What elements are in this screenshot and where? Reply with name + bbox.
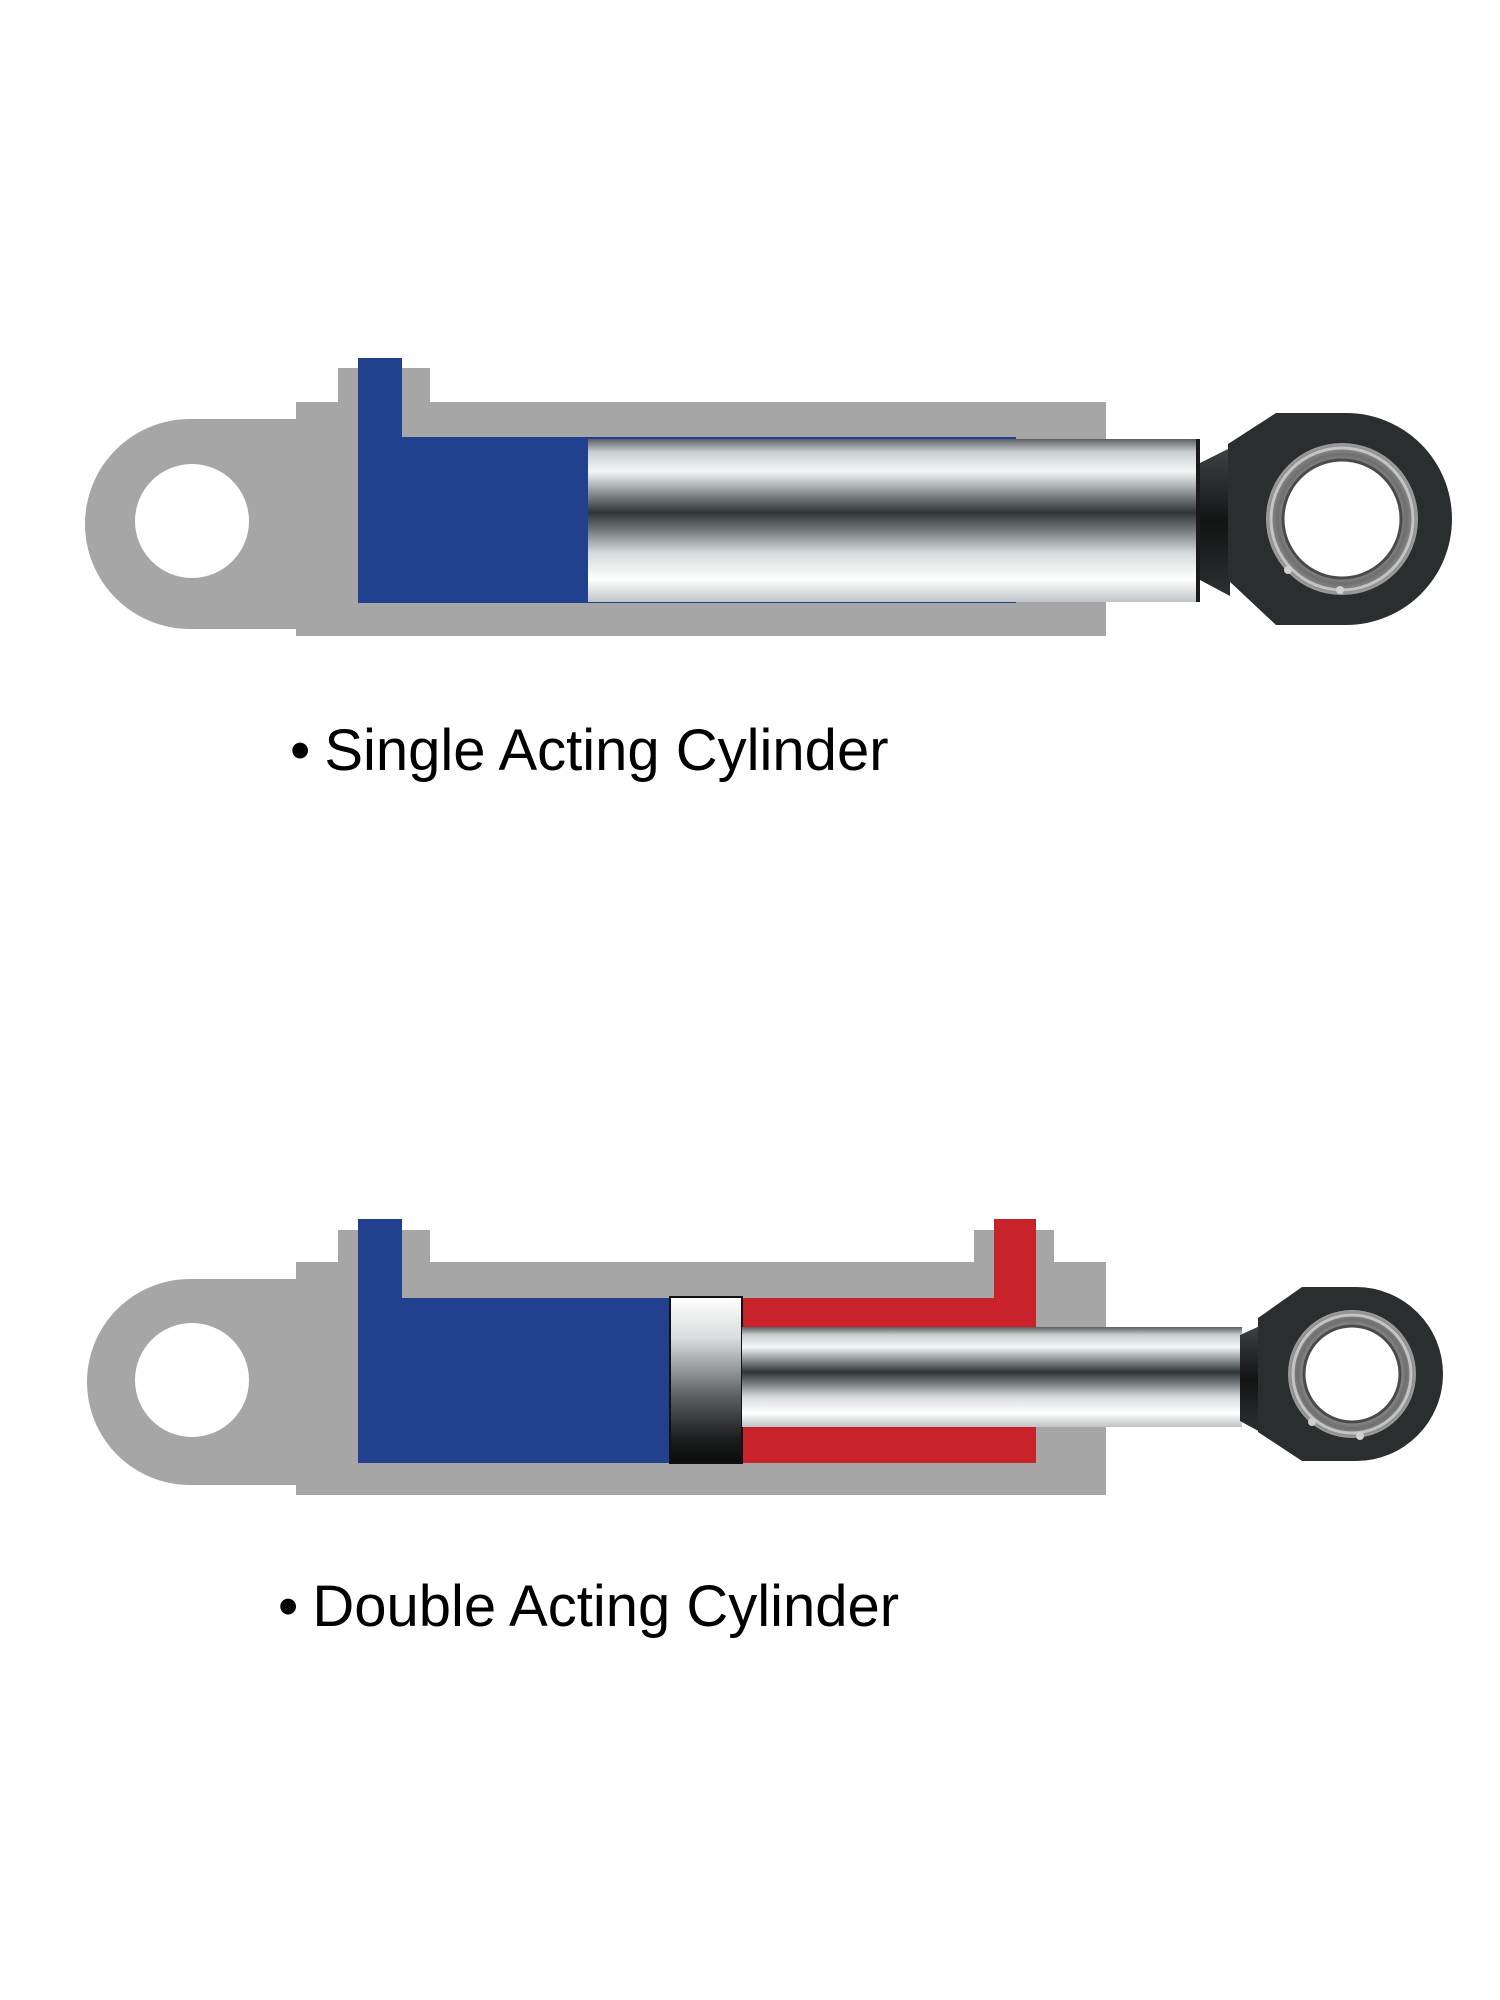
single-acting-caption-text: Single Acting Cylinder — [324, 718, 889, 783]
double-rod-eye-neck — [1240, 1325, 1262, 1433]
single-eye-pin-mark — [1284, 566, 1292, 574]
double-eye-bearing-ring — [1291, 1313, 1413, 1435]
single-acting-cylinder — [85, 358, 1452, 636]
double-piston-rod — [742, 1327, 1242, 1427]
double-piston — [669, 1296, 743, 1464]
caption-bullet: • — [290, 718, 311, 783]
double-rod-eye — [1240, 1287, 1443, 1461]
caption-bullet: • — [278, 1574, 299, 1639]
single-eye-pin-mark-2 — [1336, 586, 1344, 594]
single-mount-hole — [135, 464, 249, 578]
single-acting-caption: •Single Acting Cylinder — [290, 722, 889, 780]
double-eye-pin-mark — [1308, 1418, 1316, 1426]
single-eye-hole — [1281, 458, 1403, 580]
double-acting-caption-text: Double Acting Cylinder — [312, 1574, 900, 1639]
single-rod-eye — [1200, 413, 1452, 625]
single-rod-eye-neck — [1200, 448, 1230, 596]
single-piston-rod — [588, 439, 1200, 602]
double-acting-cylinder — [87, 1219, 1443, 1495]
double-acting-caption: •Double Acting Cylinder — [278, 1578, 899, 1636]
double-pressure-fluid — [358, 1219, 670, 1463]
single-rod-end-cap — [1196, 439, 1200, 602]
double-mount-hole — [135, 1323, 249, 1437]
double-eye-hole — [1302, 1324, 1402, 1424]
double-eye-pin-mark-2 — [1356, 1432, 1364, 1440]
